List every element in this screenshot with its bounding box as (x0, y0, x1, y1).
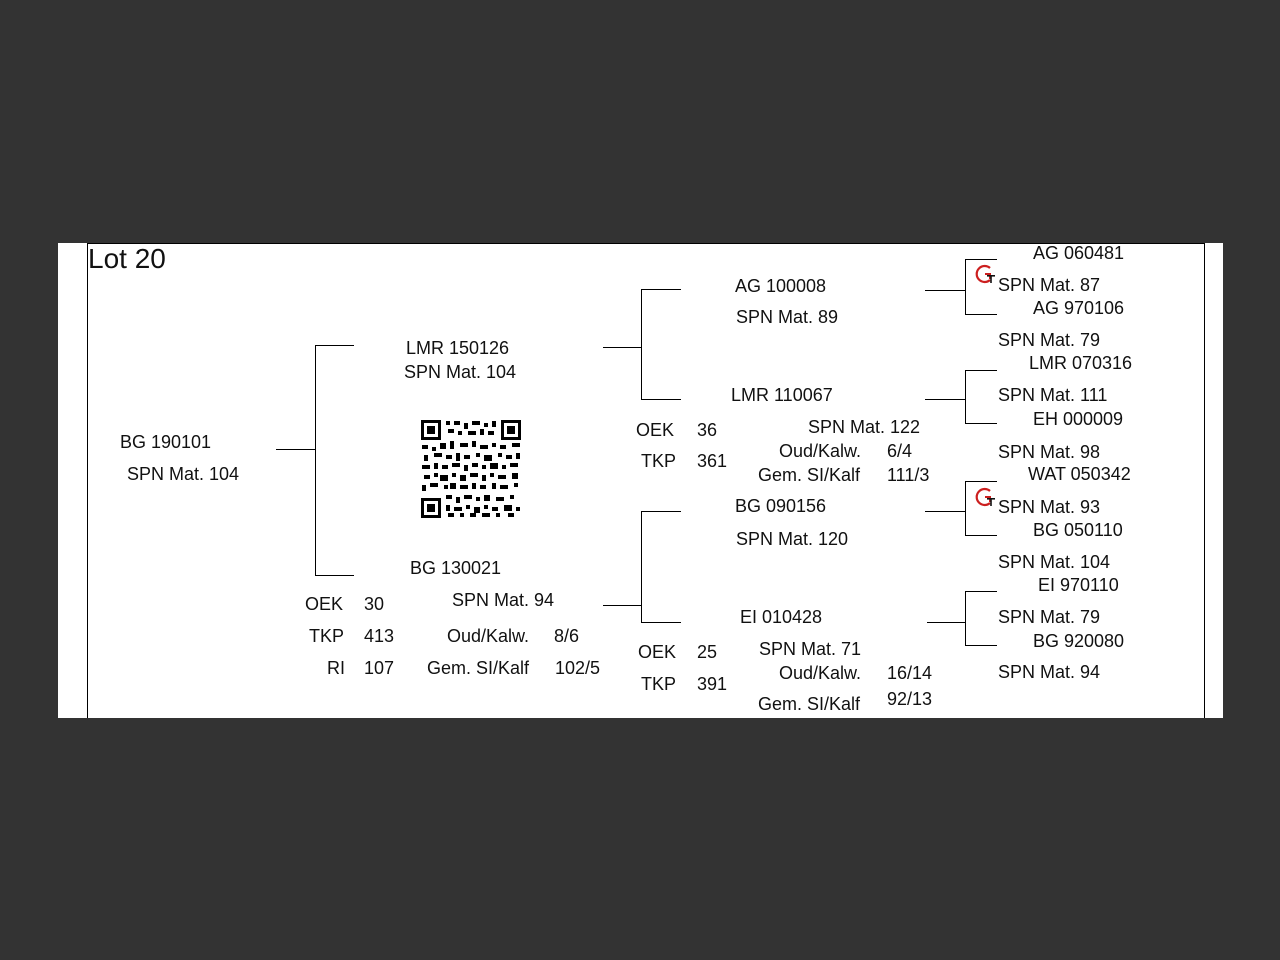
sire-dam-mat: SPN Mat. 122 (808, 417, 921, 437)
sire-dam-tkp-value: 361 (697, 451, 728, 471)
connector (641, 511, 642, 623)
gen3-id: BG 920080 (1033, 631, 1125, 651)
connector (965, 591, 997, 592)
gen3-id: AG 970106 (1033, 298, 1125, 318)
sire-sire-mat: SPN Mat. 89 (736, 307, 839, 327)
connector (965, 591, 966, 646)
sire-dam-oud-label: Oud/Kalw. (779, 441, 862, 461)
dam-dam-oek-label: OEK (638, 642, 677, 662)
gt-logo-icon (975, 264, 995, 284)
connector (965, 481, 997, 482)
sire-dam-oek-label: OEK (636, 420, 675, 440)
lot-title: Lot 20 (88, 243, 166, 274)
gen3-mat: SPN Mat. 79 (998, 330, 1101, 350)
pedigree-sheet: Lot 20 BG 190101 SPN Mat. 104 LMR 150126… (58, 243, 1223, 718)
gen3-mat: SPN Mat. 104 (998, 552, 1111, 572)
connector (965, 259, 997, 260)
sire-dam-oud-value: 6/4 (887, 441, 913, 461)
connector (603, 347, 641, 348)
dam-dam-mat: SPN Mat. 71 (759, 639, 862, 659)
sire-dam-gem-label: Gem. SI/Kalf (758, 465, 861, 485)
dam-sire-id: BG 090156 (735, 496, 827, 516)
gen3-mat: SPN Mat. 111 (998, 385, 1108, 405)
connector (965, 259, 966, 315)
connector (315, 345, 316, 575)
sire-dam-tkp-label: TKP (641, 451, 677, 471)
dam-oud-label: Oud/Kalw. (447, 626, 530, 646)
connector (641, 511, 681, 512)
qr-code (420, 419, 522, 519)
dam-dam-gem-label: Gem. SI/Kalf (758, 694, 861, 714)
gen3-id: EH 000009 (1033, 409, 1124, 429)
left-border (87, 243, 88, 718)
connector (925, 290, 966, 291)
subject-mat: SPN Mat. 104 (127, 464, 240, 484)
gen3-id: BG 050110 (1033, 520, 1123, 540)
gen3-mat: SPN Mat. 79 (998, 607, 1101, 627)
connector (315, 575, 354, 576)
connector (965, 423, 997, 424)
connector (315, 345, 354, 346)
sire-dam-gem-value: 111/3 (887, 465, 930, 485)
dam-tkp-label: TKP (309, 626, 345, 646)
dam-dam-gem-value: 92/13 (887, 689, 933, 709)
connector (927, 622, 966, 623)
connector (641, 289, 642, 400)
sire-dam-id: LMR 110067 (731, 385, 833, 405)
gen3-mat: SPN Mat. 87 (998, 275, 1101, 295)
sire-sire-id: AG 100008 (735, 276, 827, 296)
gen3-id: WAT 050342 (1028, 464, 1131, 484)
connector (641, 399, 681, 400)
connector (641, 622, 681, 623)
dam-dam-tkp-label: TKP (641, 674, 677, 694)
gen3-id: AG 060481 (1033, 243, 1125, 263)
dam-dam-tkp-value: 391 (697, 674, 728, 694)
dam-mat: SPN Mat. 94 (452, 590, 555, 610)
dam-oud-value: 8/6 (554, 626, 580, 646)
connector (603, 605, 641, 606)
gen3-mat: SPN Mat. 93 (998, 497, 1101, 517)
sire-id: LMR 150126 (406, 338, 510, 358)
gen3-mat: SPN Mat. 98 (998, 442, 1101, 462)
gt-logo-icon (975, 487, 995, 507)
sire-mat: SPN Mat. 104 (404, 362, 517, 382)
dam-id: BG 130021 (410, 558, 502, 578)
dam-dam-oud-value: 16/14 (887, 663, 933, 683)
dam-dam-oud-label: Oud/Kalw. (779, 663, 862, 683)
connector (965, 370, 997, 371)
connector (965, 314, 997, 315)
gen3-id: EI 970110 (1038, 575, 1119, 595)
dam-ri-label: RI (327, 658, 345, 678)
connector (925, 511, 966, 512)
gen3-id: LMR 070316 (1029, 353, 1133, 373)
connector (965, 370, 966, 424)
gen3-mat: SPN Mat. 94 (998, 662, 1101, 682)
dam-gem-label: Gem. SI/Kalf (427, 658, 530, 678)
right-border (1204, 243, 1205, 718)
subject-id: BG 190101 (120, 432, 212, 452)
dam-sire-mat: SPN Mat. 120 (736, 529, 849, 549)
connector (965, 481, 966, 536)
dam-ri-value: 107 (364, 658, 395, 678)
connector (276, 449, 316, 450)
connector (641, 289, 681, 290)
dam-tkp-value: 413 (364, 626, 395, 646)
top-border (87, 243, 1205, 244)
dam-oek-label: OEK (305, 594, 344, 614)
dam-dam-id: EI 010428 (740, 607, 823, 627)
connector (965, 535, 997, 536)
connector (925, 399, 966, 400)
connector (965, 645, 997, 646)
dam-gem-value: 102/5 (555, 658, 601, 678)
dam-dam-oek-value: 25 (697, 642, 718, 662)
dam-oek-value: 30 (364, 594, 385, 614)
sire-dam-oek-value: 36 (697, 420, 718, 440)
